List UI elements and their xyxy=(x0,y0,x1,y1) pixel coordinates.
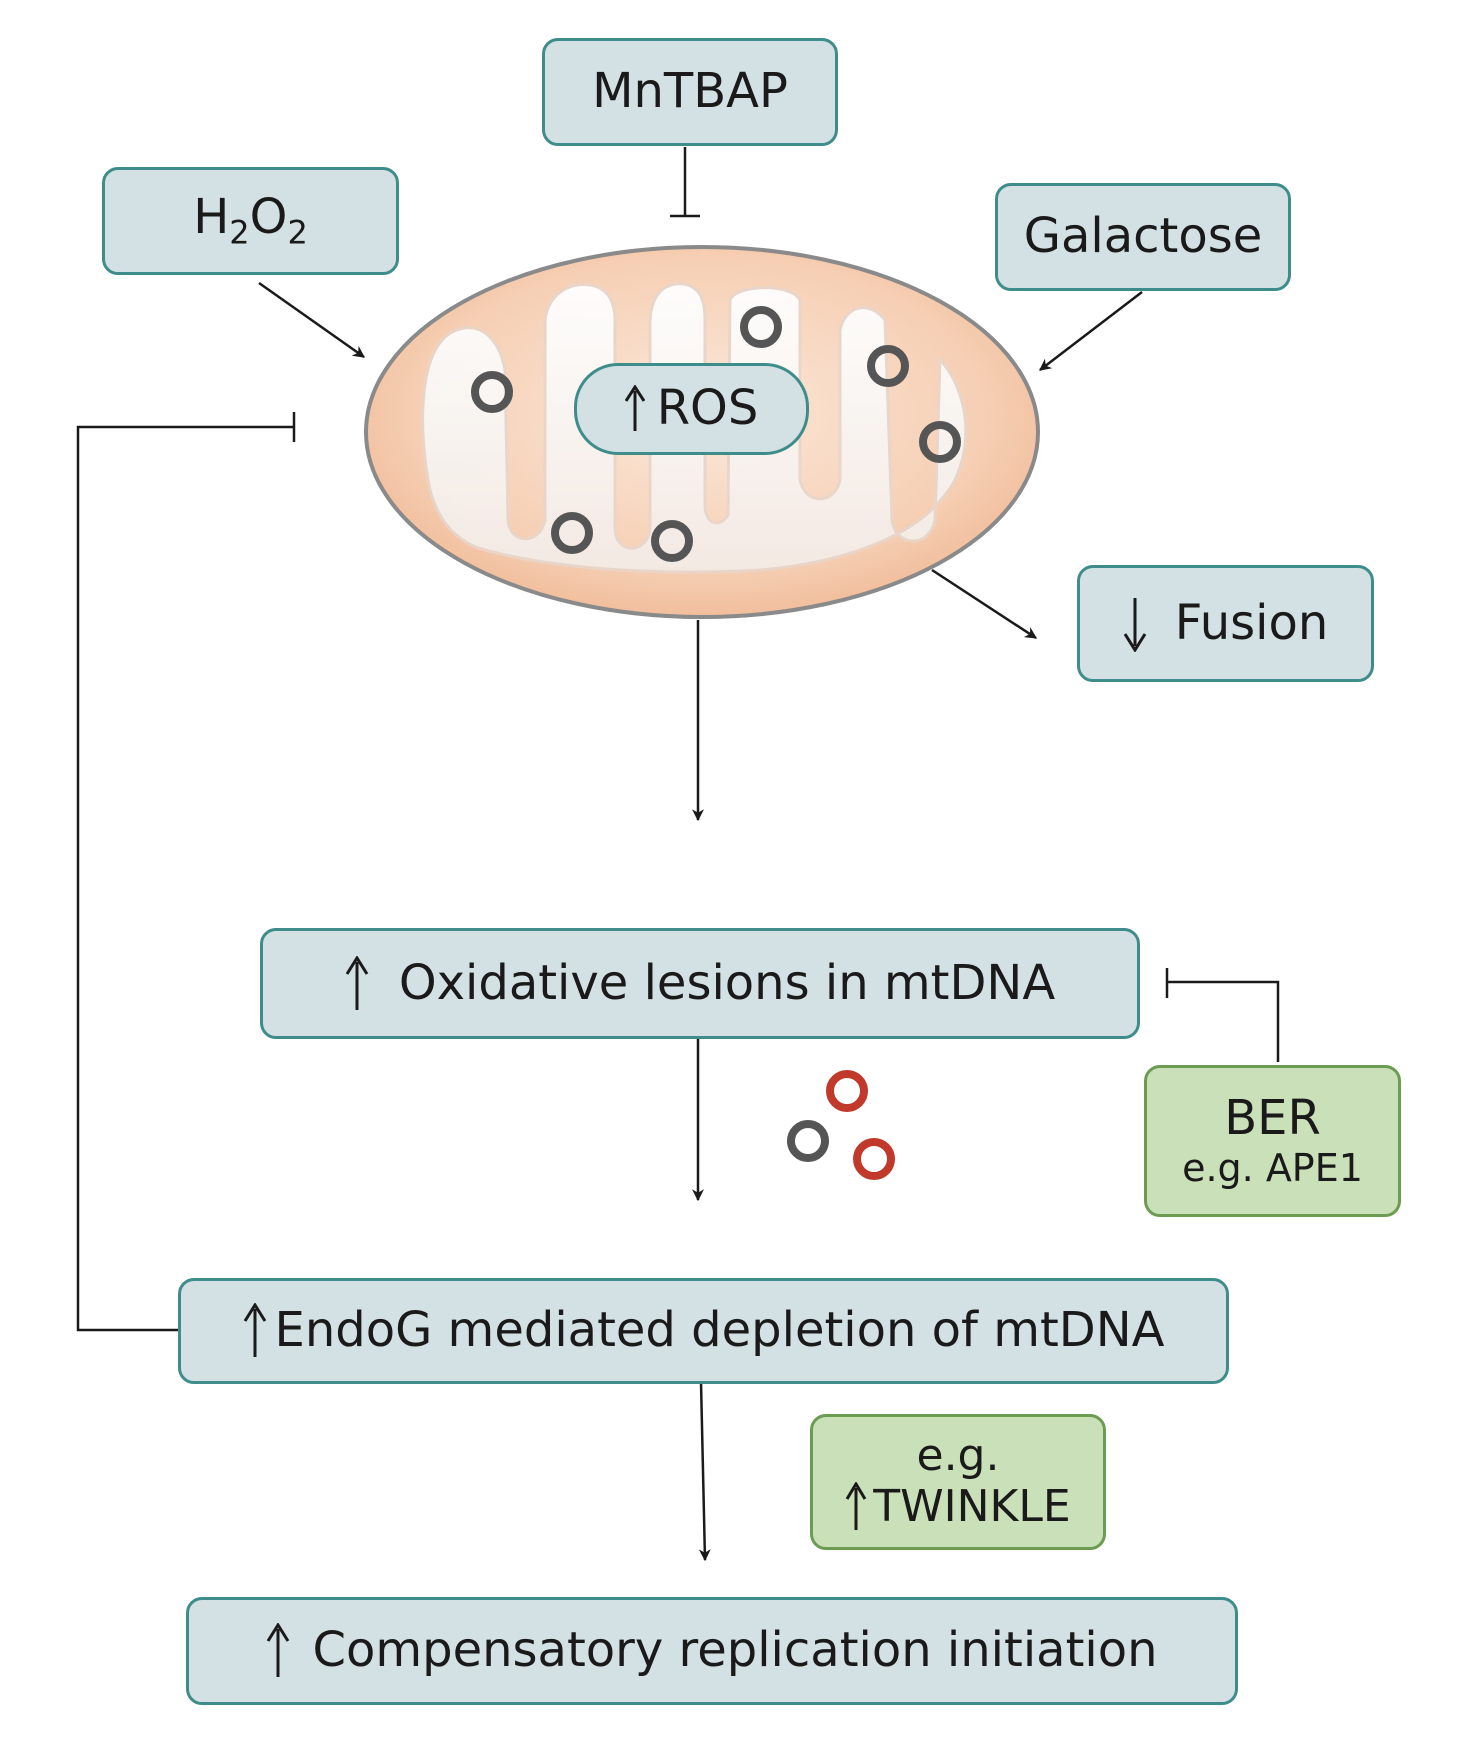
h2o2-label: H2O2 xyxy=(193,189,308,252)
twinkle-label: TWINKLE xyxy=(873,1481,1071,1532)
mtdna-circle xyxy=(787,1120,829,1162)
twinkle-box: e.g. TWINKLE xyxy=(810,1414,1106,1550)
fusion-box: Fusion xyxy=(1077,565,1374,682)
mtdna-circle xyxy=(740,306,782,348)
twinkle-prefix: e.g. xyxy=(916,1430,1000,1482)
mntbap-label: MnTBAP xyxy=(592,63,788,120)
ros-label: ROS xyxy=(656,380,759,437)
arrow-up-icon xyxy=(266,1623,290,1679)
compensatory-replication-label: Compensatory replication initiation xyxy=(312,1622,1158,1679)
fusion-label: Fusion xyxy=(1174,594,1329,651)
oxidative-lesions-label: Oxidative lesions in mtDNA xyxy=(398,954,1056,1011)
compensatory-replication-box: Compensatory replication initiation xyxy=(186,1597,1238,1705)
mtdna-circle xyxy=(919,421,961,463)
ber-title: BER xyxy=(1224,1089,1321,1146)
mtdna-circle-damaged xyxy=(826,1070,868,1112)
mtdna-circle-damaged xyxy=(853,1138,895,1180)
galactose-label: Galactose xyxy=(1023,208,1263,265)
h2o2-arrow xyxy=(258,281,365,359)
mtdna-circle xyxy=(867,345,909,387)
mtdna-circle xyxy=(471,371,513,413)
fusion-arrow xyxy=(931,568,1038,640)
endog-depletion-box: EndoG mediated depletion of mtDNA xyxy=(178,1278,1229,1384)
feedback-inhibit-line xyxy=(76,412,296,1332)
arrow-up-icon xyxy=(243,1303,267,1359)
mtdna-circle xyxy=(551,512,593,554)
depletion-to-replication-arrow xyxy=(698,1381,711,1562)
ber-inhibit-line xyxy=(1165,968,1280,1062)
endog-depletion-label: EndoG mediated depletion of mtDNA xyxy=(274,1302,1165,1359)
arrow-up-icon xyxy=(624,385,645,433)
ber-example: e.g. APE1 xyxy=(1182,1145,1363,1190)
arrow-down-icon xyxy=(1123,596,1147,652)
arrow-up-icon xyxy=(845,1482,867,1532)
ros-box: ROS xyxy=(574,363,809,455)
ber-box: BER e.g. APE1 xyxy=(1144,1065,1401,1217)
oxidative-lesions-box: Oxidative lesions in mtDNA xyxy=(260,928,1140,1039)
mtdna-circle xyxy=(651,520,693,562)
mntbap-box: MnTBAP xyxy=(542,38,838,146)
mntbap-inhibit-line xyxy=(670,147,700,218)
galactose-arrow xyxy=(1039,291,1143,371)
h2o2-box: H2O2 xyxy=(102,167,399,275)
galactose-box: Galactose xyxy=(995,183,1291,291)
arrow-up-icon xyxy=(345,955,369,1012)
